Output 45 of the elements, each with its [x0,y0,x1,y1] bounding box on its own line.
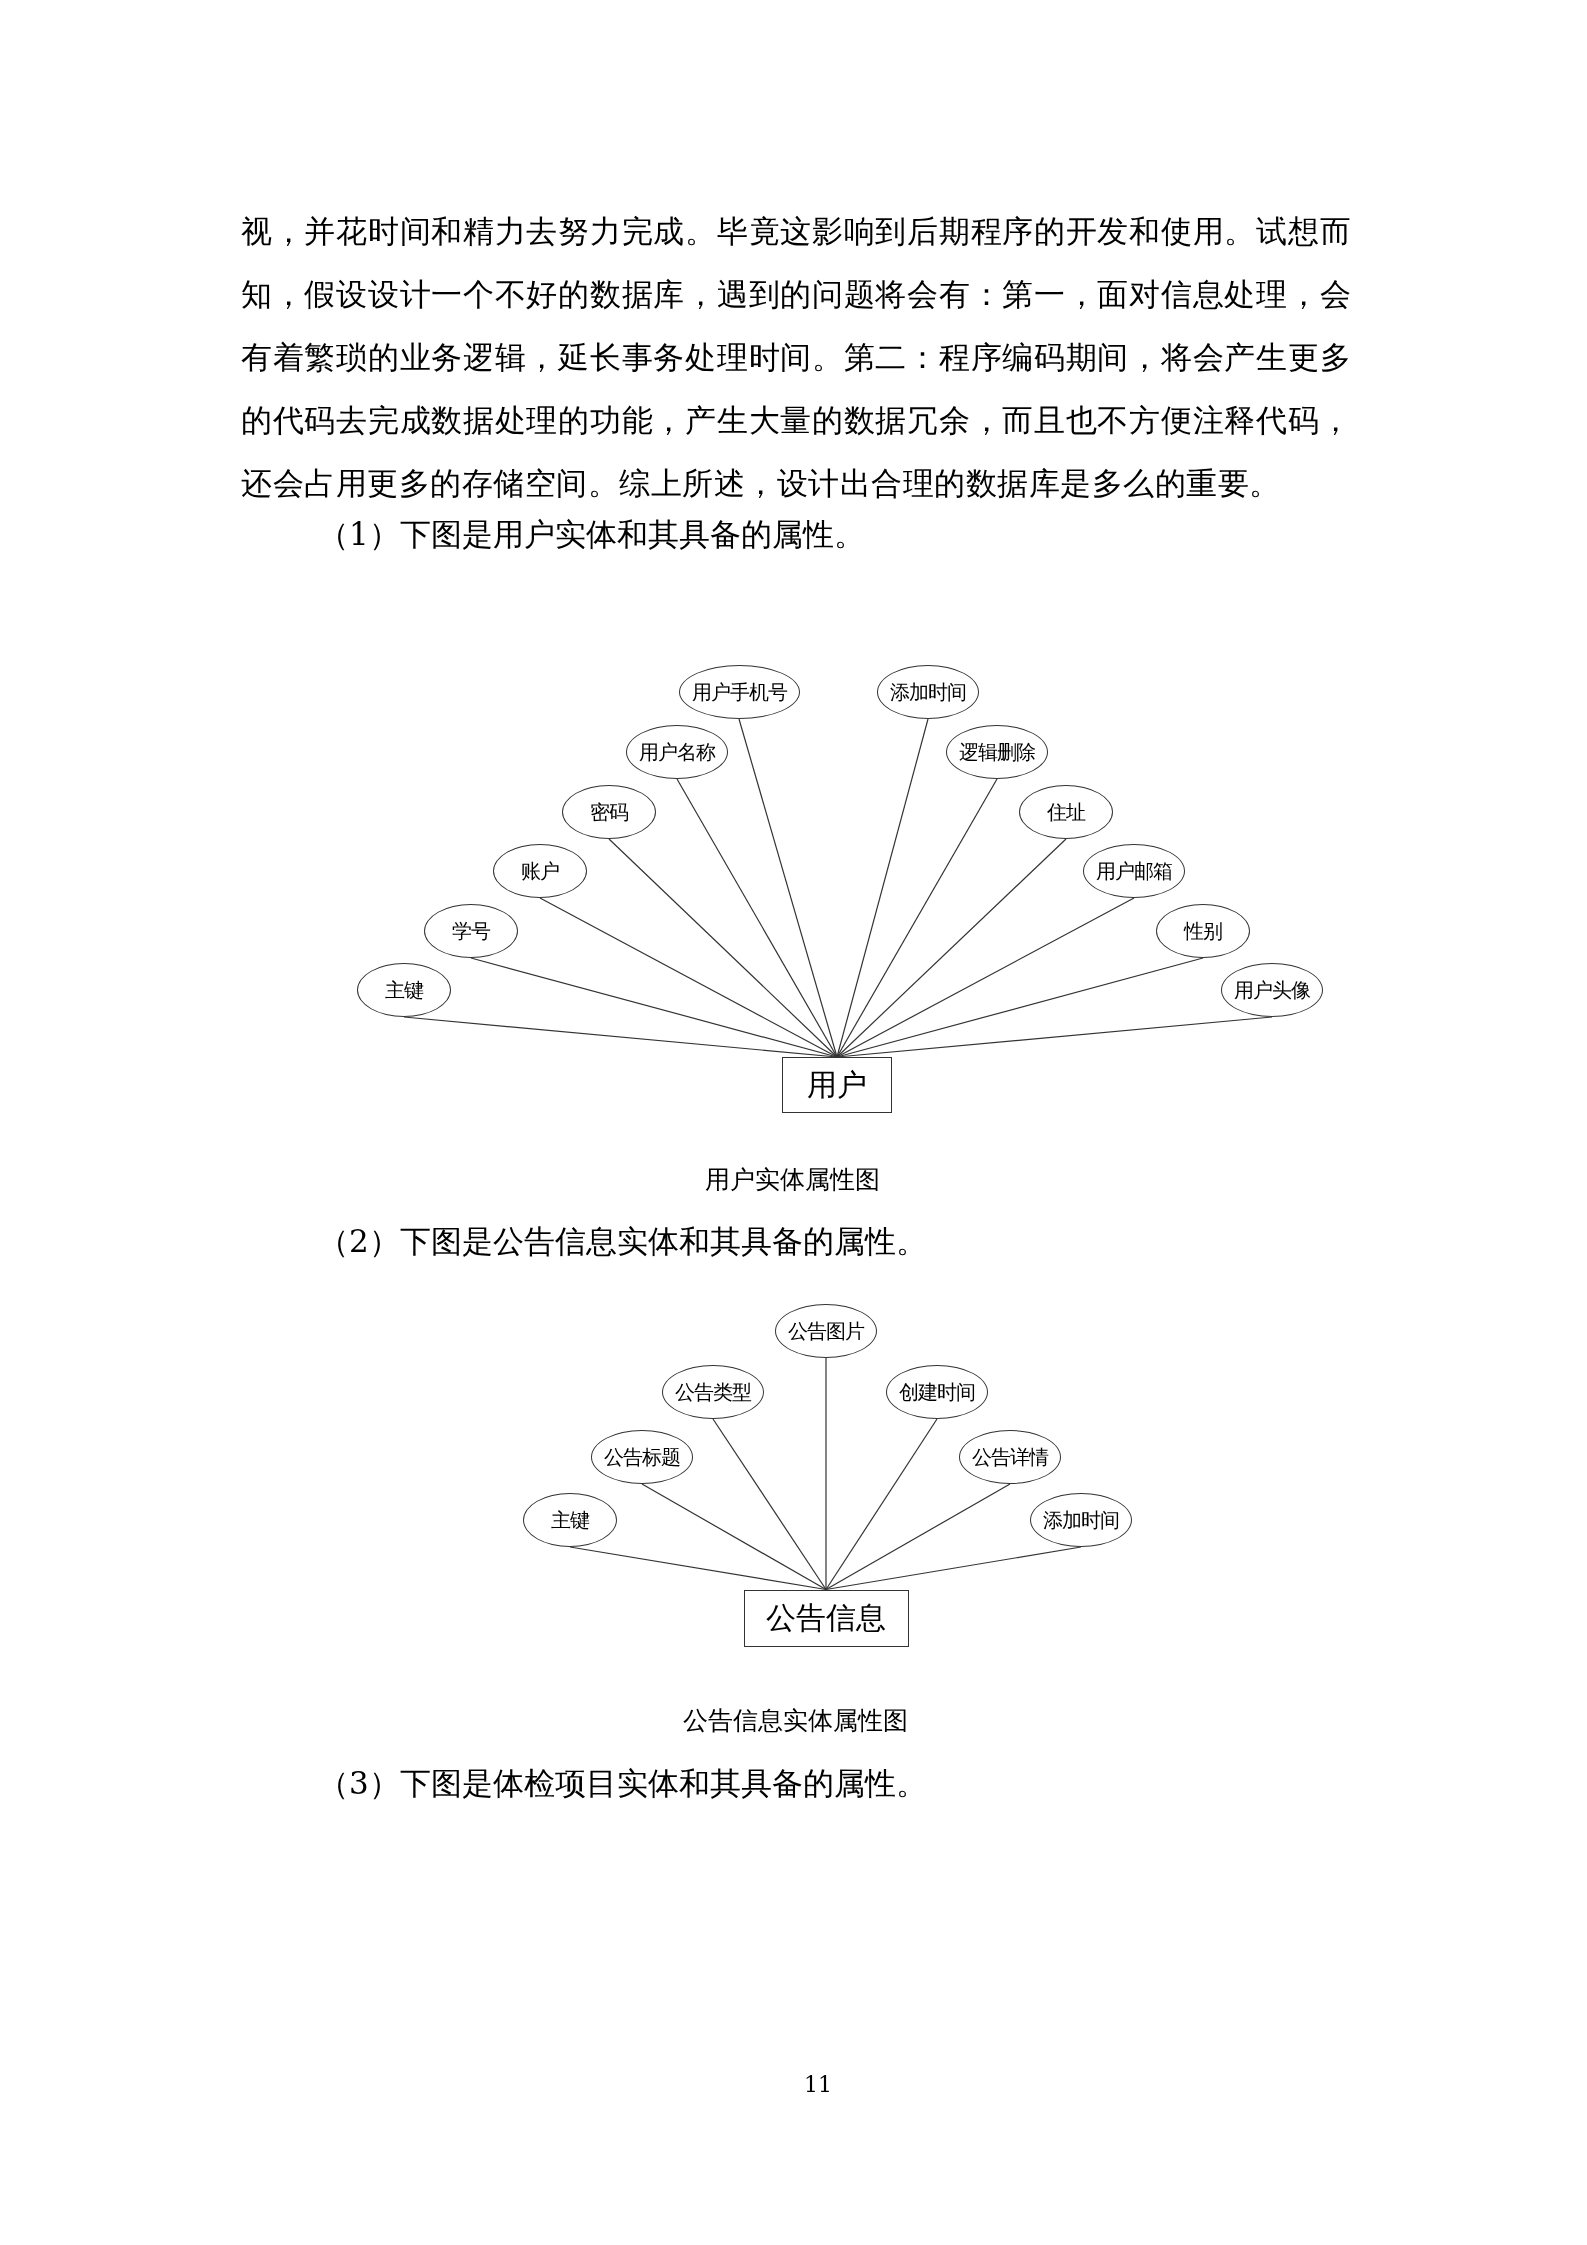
connector-line [825,1418,938,1591]
connector-line [836,778,998,1058]
attribute-ellipse: 用户名称 [626,725,728,779]
connector-line [712,1418,827,1591]
entity-box: 公告信息 [743,1589,909,1647]
connector-line [641,1483,827,1591]
attribute-ellipse: 住址 [1019,785,1113,839]
attribute-ellipse: 逻辑删除 [946,725,1048,779]
connector-line [825,1357,827,1591]
connector-line [539,897,838,1058]
attribute-ellipse: 账户 [493,844,587,898]
connector-line [836,838,1067,1058]
connector-line [608,838,838,1058]
attribute-ellipse: 公告详情 [959,1430,1061,1484]
section-intro: （2）下图是公告信息实体和其具备的属性。 [318,1222,927,1261]
figure-caption: 公告信息实体属性图 [682,1705,908,1737]
attribute-ellipse: 用户邮箱 [1083,844,1185,898]
attribute-ellipse: 性别 [1156,904,1250,958]
attribute-ellipse: 公告图片 [775,1304,877,1358]
attribute-ellipse: 主键 [523,1493,617,1547]
entity-box: 用户 [782,1057,892,1113]
attribute-ellipse: 主键 [357,963,451,1017]
page-number: 11 [804,2072,832,2097]
attribute-ellipse: 学号 [424,904,518,958]
body-paragraph: 视，并花时间和精力去努力完成。毕竟这影响到后期程序的开发和使用。试想而知，假设设计一个不好的数据库，遇到的问题将会有：第一，面对信息处理，会有着繁琐的业务逻辑，延长事务处理时间。第二：程序编码期间，将会产生更多的代码去完成数据处理的功能，产生大量的数据冗余，而且也不方便注释代码，还会占用更多的存储空间。综上所述，设计出合理的数据库是多么的重要。 [241,212,1351,503]
connector-line [836,718,929,1058]
attribute-ellipse: 密码 [562,785,656,839]
connector-line [676,778,838,1058]
connector-line [825,1483,1011,1591]
connector-line [836,897,1135,1058]
connector-line [470,957,838,1058]
attribute-ellipse: 用户手机号 [678,665,800,719]
connector-line [738,718,838,1058]
attribute-ellipse: 添加时间 [1030,1493,1132,1547]
section-intro: （3）下图是体检项目实体和其具备的属性。 [318,1764,927,1803]
attribute-ellipse: 添加时间 [877,665,979,719]
attribute-ellipse: 公告类型 [662,1365,764,1419]
attribute-ellipse: 用户头像 [1221,963,1323,1017]
attribute-ellipse: 创建时间 [886,1365,988,1419]
figure-caption: 用户实体属性图 [704,1164,880,1196]
section-intro: （1）下图是用户实体和其具备的属性。 [318,515,865,554]
connector-line [569,1546,827,1591]
connector-line [836,1016,1273,1058]
attribute-ellipse: 公告标题 [591,1430,693,1484]
connector-line [825,1546,1082,1591]
